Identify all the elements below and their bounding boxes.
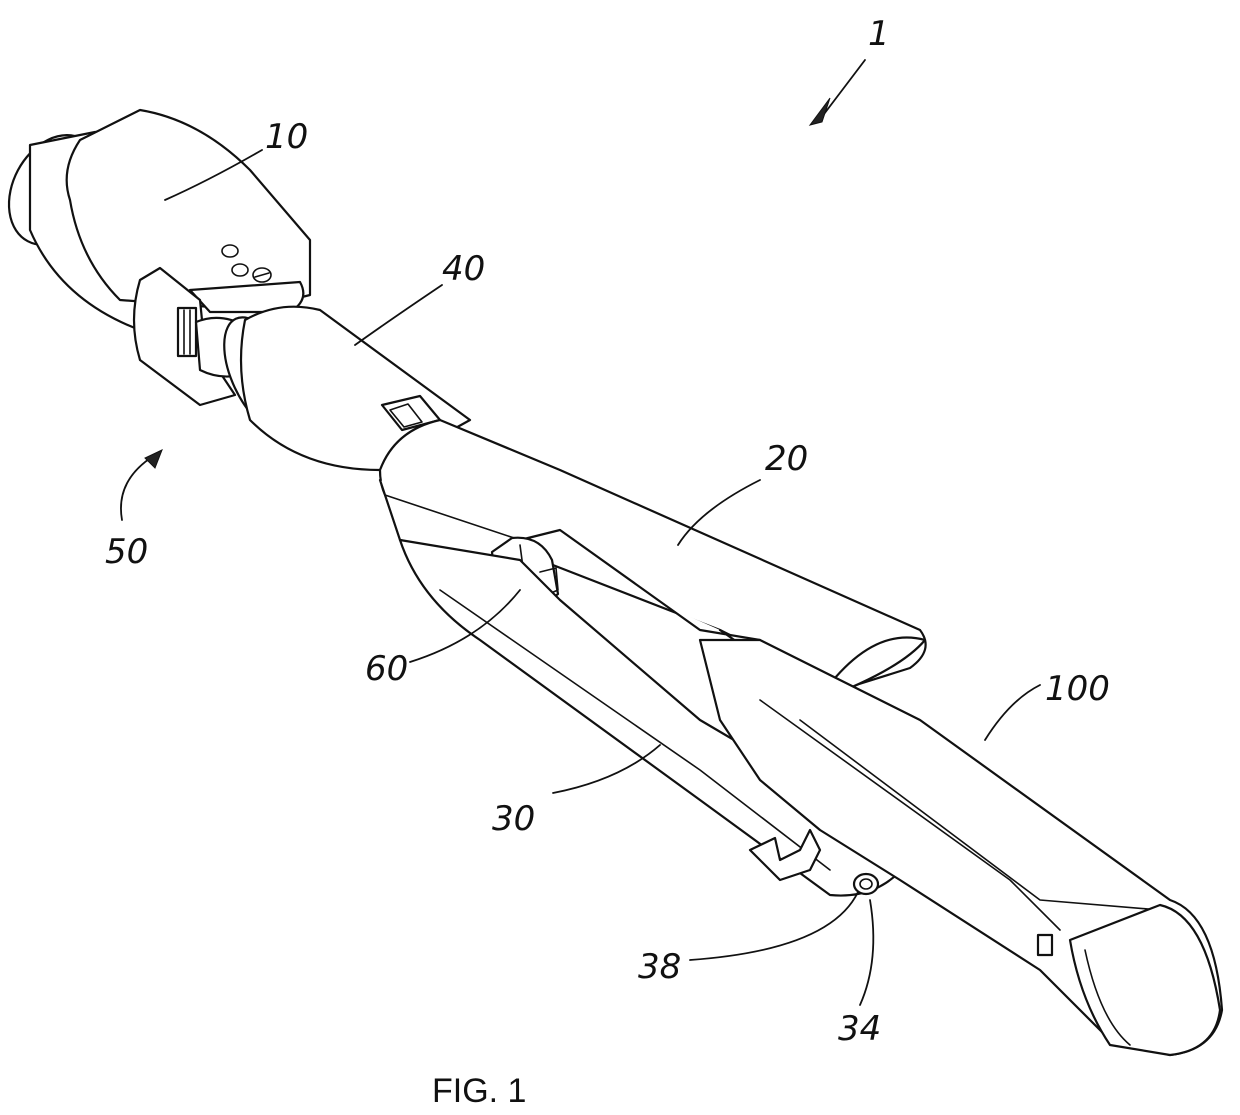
- label-50: 50: [105, 532, 148, 572]
- label-34: 34: [838, 1009, 881, 1049]
- label-30: 30: [492, 799, 535, 839]
- label-38: 38: [638, 947, 681, 987]
- label-100: 100: [1045, 669, 1110, 709]
- label-40: 40: [442, 249, 485, 289]
- label-10: 10: [265, 117, 308, 157]
- figure-caption: FIG. 1: [432, 1072, 526, 1110]
- label-1: 1: [868, 14, 890, 54]
- label-20: 20: [765, 439, 808, 479]
- label-60: 60: [365, 649, 408, 689]
